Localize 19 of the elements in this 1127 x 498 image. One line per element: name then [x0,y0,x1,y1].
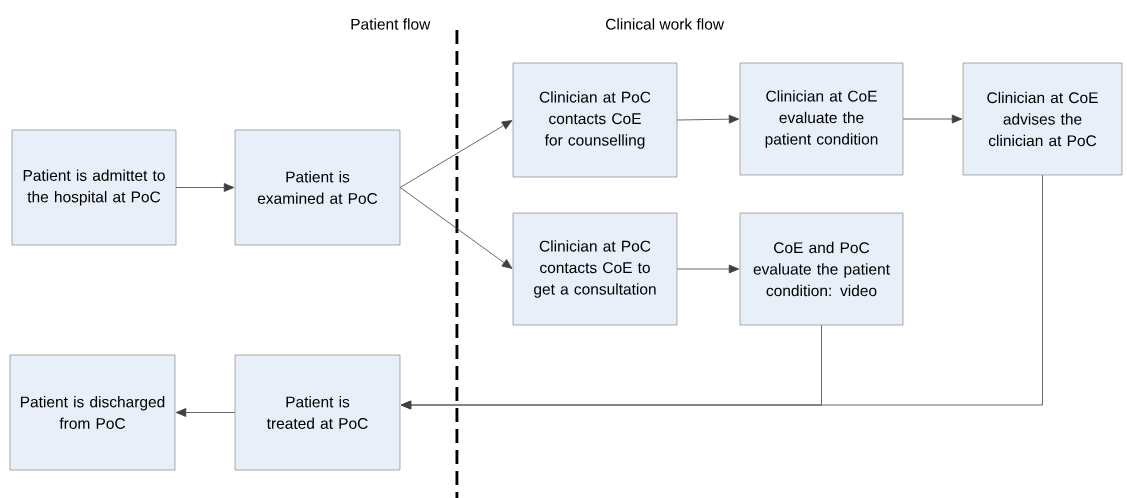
lane-heading: Clinical work flow [606,18,725,30]
process-box: CoE and PoC evaluate the patient condition: video [739,212,904,326]
arrow [902,114,963,124]
process-box: Clinician at PoC contacts CoE to get a consultation [512,212,678,326]
process-box: Patient is treated at PoC [234,354,401,471]
process-box: Clinician at PoC contacts CoE for counselling [512,62,678,178]
process-box: Patient is admittet to the hospital at PoC [11,129,177,246]
arrow [175,183,235,192]
arrow [676,114,740,124]
arrow [676,264,740,274]
process-box: Patient is examined at PoC [234,129,401,246]
arrow [400,174,1043,410]
process-box: Clinician at CoE advises the clinician at PoC [962,62,1123,176]
arrow [175,408,236,417]
process-box: Patient is discharged from PoC [9,354,176,471]
lane-heading: Patient flow [351,18,431,30]
arrow [399,120,513,188]
arrow [399,187,513,269]
process-box: Clinician at CoE evaluate the patient condition [739,62,904,176]
